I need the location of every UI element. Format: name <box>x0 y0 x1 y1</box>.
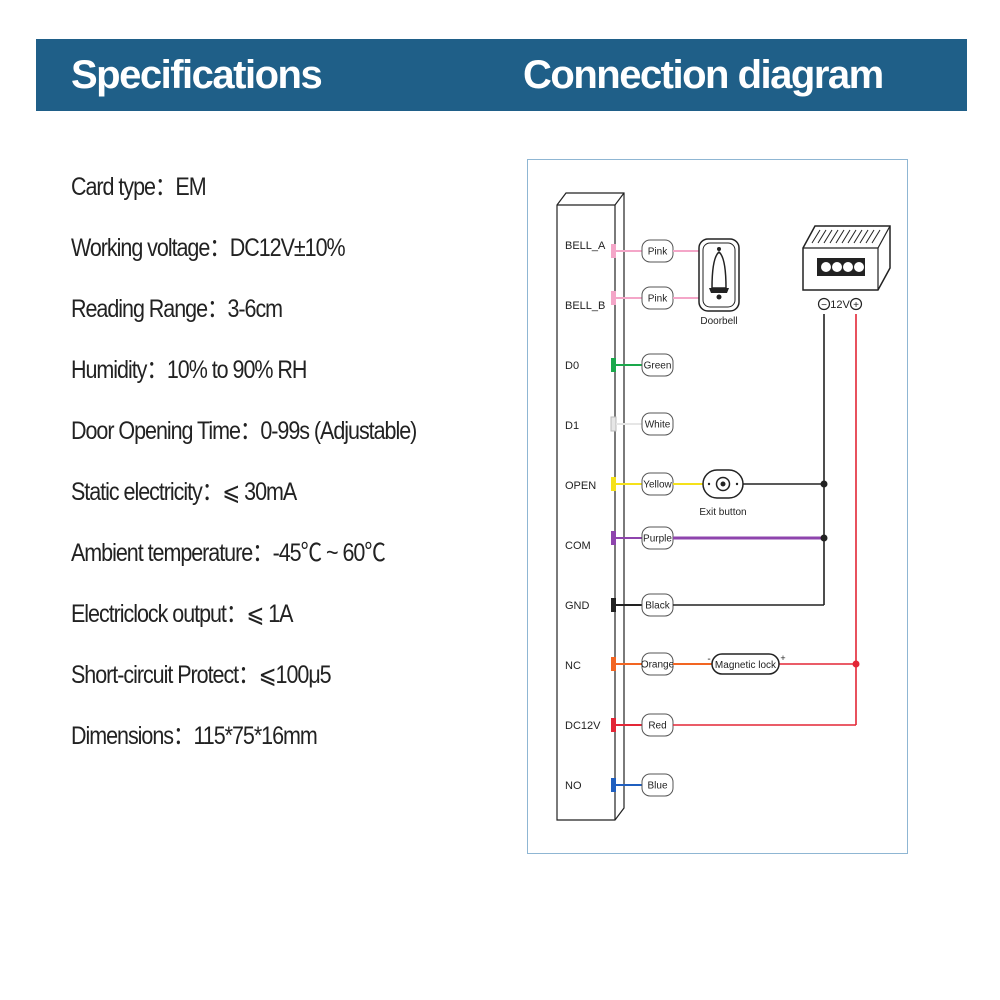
wire-color-label: Red <box>648 721 666 732</box>
spec-static-electricity: Static electricity：⩽ 30mA <box>71 478 297 506</box>
doorbell-device: Doorbell <box>698 238 740 327</box>
screw-terminal <box>843 262 853 272</box>
specifications-list: Card type：EM Working voltage：DC12V±10% R… <box>71 157 501 767</box>
doorbell-label: Doorbell <box>700 316 737 327</box>
terminal-connector <box>611 718 616 732</box>
terminal-connector <box>611 778 616 792</box>
junction-dot <box>820 534 828 542</box>
terminal-label: DC12V <box>565 720 601 732</box>
wire-color-label: Yellow <box>643 480 672 491</box>
terminal-connector <box>610 416 617 432</box>
terminal-label: NO <box>565 780 582 792</box>
lock-minus-sign: - <box>707 654 710 665</box>
terminal-label: D1 <box>565 420 579 432</box>
terminal-label: D0 <box>565 360 579 372</box>
power-supply-device: − 12V + <box>802 225 891 311</box>
junction-dot <box>852 660 860 668</box>
screw-terminal <box>832 262 842 272</box>
terminal-connector <box>611 291 616 305</box>
vent-slots <box>811 229 881 244</box>
spec-short-circuit-protect: Short-circuit Protect：⩽100μ5 <box>71 661 332 689</box>
power-supply-voltage-label: 12V <box>830 299 850 311</box>
terminal-connector <box>611 598 616 612</box>
spec-dimensions: Dimensions：115*75*16mm <box>71 722 318 750</box>
external-wiring <box>673 250 860 726</box>
spec-reading-range: Reading Range：3-6cm <box>71 295 283 323</box>
wire-color-label: Pink <box>648 247 668 258</box>
connection-diagram-frame <box>527 159 908 854</box>
terminal-connector <box>611 531 616 545</box>
wire-color-label: Purple <box>643 534 672 545</box>
terminal-connector <box>611 477 616 491</box>
junction-dot <box>820 480 828 488</box>
wire-color-label: Blue <box>647 781 667 792</box>
terminal-label: COM <box>565 540 591 552</box>
terminal-label: OPEN <box>565 480 596 492</box>
spec-electriclock-output: Electriclock output：⩽ 1A <box>71 600 294 628</box>
screw-terminal <box>854 262 864 272</box>
wire-color-label: White <box>645 420 671 431</box>
wire-color-tag <box>641 773 674 797</box>
terminal-connector <box>611 244 616 258</box>
exit-button-label: Exit button <box>699 507 746 518</box>
positive-terminal <box>849 297 863 311</box>
terminal-connector <box>611 657 616 671</box>
spec-door-opening-time: Door Opening Time：0-99s (Adjustable) <box>71 417 417 445</box>
bell-icon <box>709 247 729 300</box>
magnetic-lock-label: Magnetic lock <box>715 660 777 671</box>
connection-diagram-title: Connection diagram <box>523 53 884 97</box>
controller-block <box>556 192 625 821</box>
plus-sign: + <box>853 300 859 311</box>
terminal-label: BELL_A <box>565 240 606 252</box>
minus-sign: − <box>821 300 827 311</box>
wire-color-label: Orange <box>641 660 675 671</box>
magnetic-lock-device: - Magnetic lock + <box>707 653 786 675</box>
lock-plus-sign: + <box>780 653 785 663</box>
wire-color-label: Green <box>644 361 672 372</box>
terminal-connector <box>611 358 616 372</box>
negative-terminal <box>817 297 831 311</box>
terminal-label: GND <box>565 600 590 612</box>
wire-color-label: Pink <box>648 294 668 305</box>
spec-working-voltage: Working voltage：DC12V±10% <box>71 234 346 262</box>
wire-color-label: Black <box>645 601 670 612</box>
spec-card-type: Card type：EM <box>71 173 207 201</box>
screw-terminal <box>821 262 831 272</box>
terminal-label: BELL_B <box>565 300 605 312</box>
exit-button-device: Exit button <box>699 469 747 518</box>
wire-color-tag <box>641 353 674 377</box>
spec-ambient-temperature: Ambient temperature：-45℃ ~ 60℃ <box>71 539 386 567</box>
specifications-title: Specifications <box>71 53 323 97</box>
wire-color-tag <box>641 412 674 436</box>
controller-block-corner <box>614 192 625 206</box>
header-bar: Specifications Connection diagram <box>36 39 967 111</box>
terminal-label: NC <box>565 660 581 672</box>
spec-humidity: Humidity：10% to 90% RH <box>71 356 307 384</box>
